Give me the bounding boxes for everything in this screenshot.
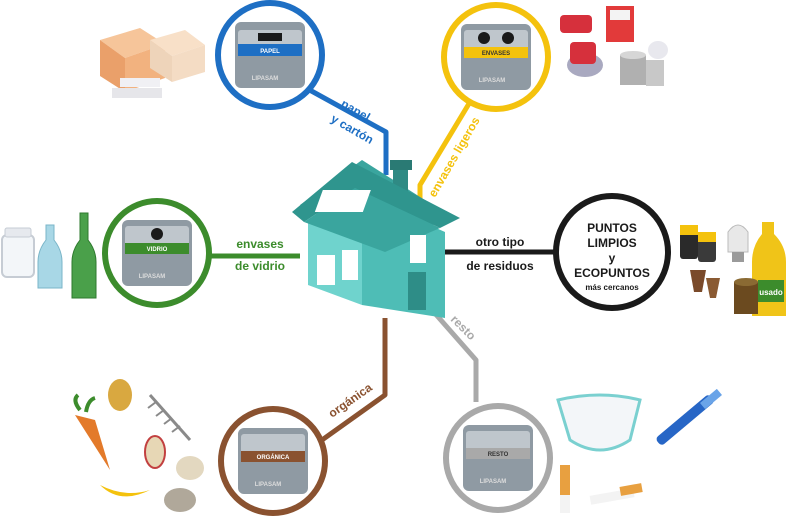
batteries-oil-paint-icon: usado	[680, 222, 786, 316]
house-window-right	[410, 235, 426, 263]
roof-window	[314, 190, 371, 212]
resto-label: resto	[448, 312, 479, 343]
vidrio-bin-label: VIDRIO	[147, 247, 168, 253]
resto-bin-label: RESTO	[488, 452, 509, 458]
envases-bin-brand: LIPASAM	[479, 78, 506, 84]
envases-node[interactable]: ENVASES LIPASAM	[441, 2, 551, 112]
house-window-mid	[342, 250, 358, 280]
vidrio-label-1: envases	[236, 237, 284, 251]
vidrio-bin-brand: LIPASAM	[139, 274, 166, 280]
connector-envases	[417, 90, 479, 200]
organica-node[interactable]: ORGÁNICA LIPASAM	[218, 406, 328, 516]
connectors	[210, 85, 556, 443]
oil-bottle-label: usado	[759, 288, 783, 297]
puntos-line4: ECOPUNTOS	[574, 266, 650, 280]
puntos-ring	[553, 193, 671, 311]
papel-node[interactable]: PAPEL LIPASAM	[215, 0, 325, 110]
organica-label: orgánica	[326, 380, 375, 420]
otro-label-1: otro tipo	[476, 235, 525, 249]
cans-bottles-icon	[560, 6, 668, 86]
glass-jars-bottles-icon	[1, 212, 97, 299]
puntos-line3: y	[609, 251, 616, 265]
house-door	[408, 272, 426, 310]
puntos-line2: LIMPIOS	[587, 236, 636, 250]
papel-bin-label: PAPEL	[260, 49, 280, 55]
papel-bin-brand: LIPASAM	[252, 76, 279, 82]
vidrio-node[interactable]: VIDRIO LIPASAM	[102, 198, 212, 308]
resto-bin-brand: LIPASAM	[480, 479, 507, 485]
house-window-left	[317, 255, 335, 285]
resto-node[interactable]: RESTO LIPASAM	[443, 403, 553, 513]
house	[292, 160, 460, 318]
food-waste-icon	[73, 379, 204, 512]
connector-resto	[430, 308, 479, 402]
otro-label-2: de residuos	[466, 259, 534, 273]
puntos-line1: PUNTOS	[587, 221, 637, 235]
house-roof	[292, 162, 460, 228]
organica-bin-label: ORGÁNICA	[257, 454, 290, 461]
puntos-line5: más cercanos	[585, 283, 639, 292]
puntos-limpios-node[interactable]: PUNTOS LIMPIOS y ECOPUNTOS más cercanos	[553, 193, 671, 311]
diaper-razor-cigarette-icon	[556, 388, 722, 513]
paper-cardboard-boxes-icon	[100, 28, 205, 98]
envases-bin-label: ENVASES	[482, 51, 510, 57]
connector-papel	[304, 85, 389, 175]
vidrio-label-2: de vidrio	[235, 259, 285, 273]
organica-bin-brand: LIPASAM	[255, 482, 282, 488]
connector-organica	[320, 318, 388, 443]
